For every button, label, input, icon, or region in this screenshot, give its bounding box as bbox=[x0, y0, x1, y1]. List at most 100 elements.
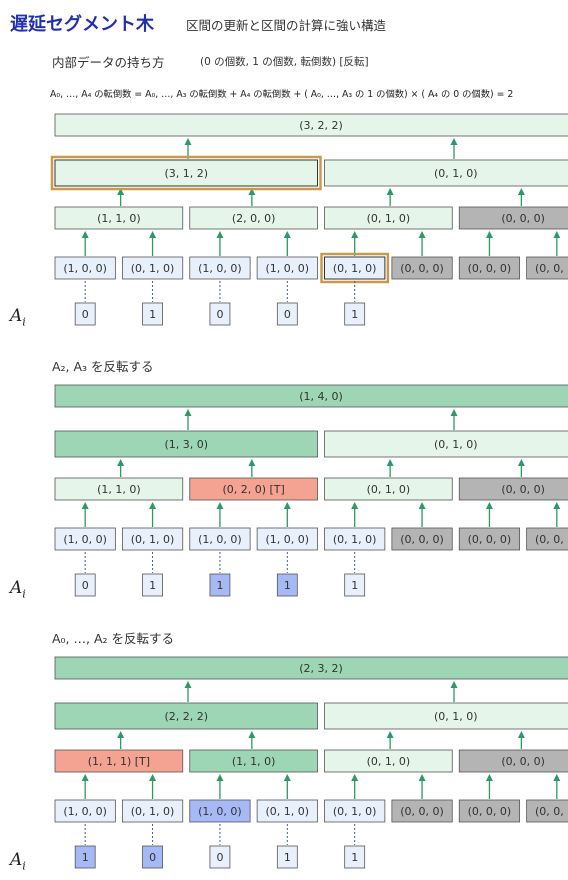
tree-edge-arrow bbox=[517, 459, 525, 477]
page-title: 遅延セグメント木 bbox=[10, 14, 154, 35]
tree-node: (1, 1, 0) bbox=[189, 749, 318, 773]
tree-edge-arrow bbox=[81, 502, 89, 527]
leaf-node: (1, 0, 0) bbox=[54, 799, 116, 823]
array-value: 1 bbox=[351, 579, 358, 592]
tree-diagram-3: (2, 3, 2) (2, 2, 2) (0, 1, 0) (1, 1, 1) [T]… bbox=[54, 656, 568, 869]
node-label: (0, 1, 0) bbox=[367, 483, 411, 496]
node-label: (0, 0, 0) bbox=[400, 262, 444, 275]
array-element: 0 bbox=[74, 552, 96, 597]
node-label: (0, 1, 0) bbox=[131, 533, 175, 546]
tree-edge-arrow bbox=[149, 774, 157, 799]
leaf-node: (0, 1, 0) bbox=[324, 799, 386, 823]
array-element: 0 bbox=[74, 281, 96, 326]
node-label: (1, 1, 0) bbox=[232, 755, 276, 768]
leaf-node: (1, 0, 0) bbox=[54, 527, 116, 551]
tree-edge-arrow bbox=[81, 774, 89, 799]
leaf-node: (0, 1, 0) bbox=[121, 799, 184, 823]
tree-node: (1, 1, 0) bbox=[54, 477, 184, 501]
tree-edge-arrow bbox=[485, 774, 493, 799]
tree-node: (1, 1, 0) bbox=[54, 206, 184, 230]
array-element: 1 bbox=[344, 281, 366, 326]
array-value: 1 bbox=[149, 308, 156, 321]
leaf-node: (0, 0, 0) bbox=[526, 799, 568, 823]
leaf-node: (0, 0, 0) bbox=[526, 256, 568, 280]
node-label: (1, 0, 0) bbox=[63, 533, 107, 546]
tree-node: (0, 1, 0) bbox=[324, 477, 453, 501]
tree-node: (2, 2, 2) bbox=[54, 702, 318, 730]
node-label: (0, 0, 0) bbox=[535, 262, 568, 275]
node-label: (0, 0, 0) bbox=[501, 755, 545, 768]
array-value: 1 bbox=[351, 308, 358, 321]
array-element: 1 bbox=[209, 552, 231, 597]
node-label: (1, 0, 0) bbox=[63, 805, 107, 818]
tree-node: (1, 4, 0) bbox=[54, 384, 568, 408]
array-label-2: Ai bbox=[10, 578, 26, 601]
node-label: (0, 1, 0) bbox=[367, 212, 411, 225]
node-label: (0, 0, 0) bbox=[400, 533, 444, 546]
array-value: 1 bbox=[82, 851, 89, 864]
node-label: (1, 1, 0) bbox=[97, 483, 141, 496]
node-label: (1, 0, 0) bbox=[198, 262, 242, 275]
node-label: (2, 0, 0) bbox=[232, 212, 276, 225]
tree-edge-arrow bbox=[386, 188, 394, 206]
node-label: (0, 0, 0) bbox=[468, 533, 512, 546]
tree-edge-arrow bbox=[386, 731, 394, 749]
tree-edge-arrow bbox=[418, 502, 426, 527]
array-label-3: Ai bbox=[10, 850, 26, 873]
node-label: (1, 1, 0) bbox=[97, 212, 141, 225]
tree-edge-arrow bbox=[216, 231, 224, 256]
tree-edge-arrow bbox=[117, 731, 125, 749]
tree-node: (0, 1, 0) bbox=[324, 206, 453, 230]
tree-edge-arrow bbox=[450, 409, 458, 430]
node-label: (0, 0, 0) bbox=[468, 262, 512, 275]
section-2-heading: A₂, A₃ を反転する bbox=[52, 359, 154, 374]
tree-edge-arrow bbox=[149, 502, 157, 527]
leaf-node: (0, 1, 0) bbox=[256, 799, 318, 823]
representation-tuple: (0 の個数, 1 の個数, 転倒数) [反転] bbox=[200, 56, 369, 68]
tree-node: (0, 1, 0) bbox=[324, 159, 568, 187]
leaf-node: (0, 1, 0) bbox=[320, 252, 390, 284]
tree-edge-arrow bbox=[248, 731, 256, 749]
leaf-node: (1, 0, 0) bbox=[189, 799, 251, 823]
node-label: (1, 0, 0) bbox=[63, 262, 107, 275]
node-label: (0, 0, 0) bbox=[535, 805, 568, 818]
highlight-frame bbox=[50, 155, 322, 191]
tree-edge-arrow bbox=[351, 774, 359, 799]
tree-node: (0, 1, 0) bbox=[324, 430, 568, 458]
tree-edge-arrow bbox=[117, 188, 125, 206]
tree-diagram-2: (1, 4, 0)(1, 3, 0)(0, 1, 0)(1, 1, 0)(0, … bbox=[54, 384, 568, 597]
leaf-node: (0, 0, 0) bbox=[458, 799, 521, 823]
tree-edge-arrow bbox=[517, 731, 525, 749]
node-label: (2, 3, 2) bbox=[299, 662, 343, 675]
tree-edge-arrow bbox=[553, 231, 561, 256]
node-label: (2, 2, 2) bbox=[164, 710, 208, 723]
tree-node: (0, 0, 0) bbox=[458, 206, 568, 230]
tree-edge-arrow bbox=[418, 774, 426, 799]
tree-edge-arrow bbox=[248, 459, 256, 477]
array-element: 1 bbox=[142, 281, 163, 326]
node-label: (1, 0, 0) bbox=[266, 533, 310, 546]
node-label: (0, 1, 0) bbox=[434, 438, 478, 451]
tree-edge-arrow bbox=[216, 502, 224, 527]
node-label: (0, 1, 0) bbox=[333, 533, 377, 546]
tree-edge-arrow bbox=[351, 231, 359, 256]
tree-node: (1, 1, 1) [T] bbox=[54, 749, 184, 773]
leaf-node: (1, 0, 0) bbox=[54, 256, 116, 280]
node-label: (0, 1, 0) bbox=[333, 262, 377, 275]
leaf-node: (1, 0, 0) bbox=[189, 256, 251, 280]
node-label: (0, 1, 0) bbox=[434, 710, 478, 723]
node-label: (1, 1, 1) [T] bbox=[88, 755, 150, 768]
tree-edge-arrow bbox=[283, 502, 291, 527]
node-label: (0, 1, 0) bbox=[131, 262, 175, 275]
node-label: (0, 1, 0) bbox=[266, 805, 310, 818]
array-element: 0 bbox=[209, 281, 231, 326]
node-label: (1, 0, 0) bbox=[266, 262, 310, 275]
array-value: 0 bbox=[149, 851, 156, 864]
array-value: 0 bbox=[216, 851, 223, 864]
tree-edge-arrow bbox=[283, 774, 291, 799]
leaf-node: (0, 0, 0) bbox=[391, 527, 453, 551]
tree-edge-arrow bbox=[450, 138, 458, 159]
tree-node: (0, 0, 0) bbox=[458, 477, 568, 501]
tree-edge-arrow bbox=[184, 409, 192, 430]
